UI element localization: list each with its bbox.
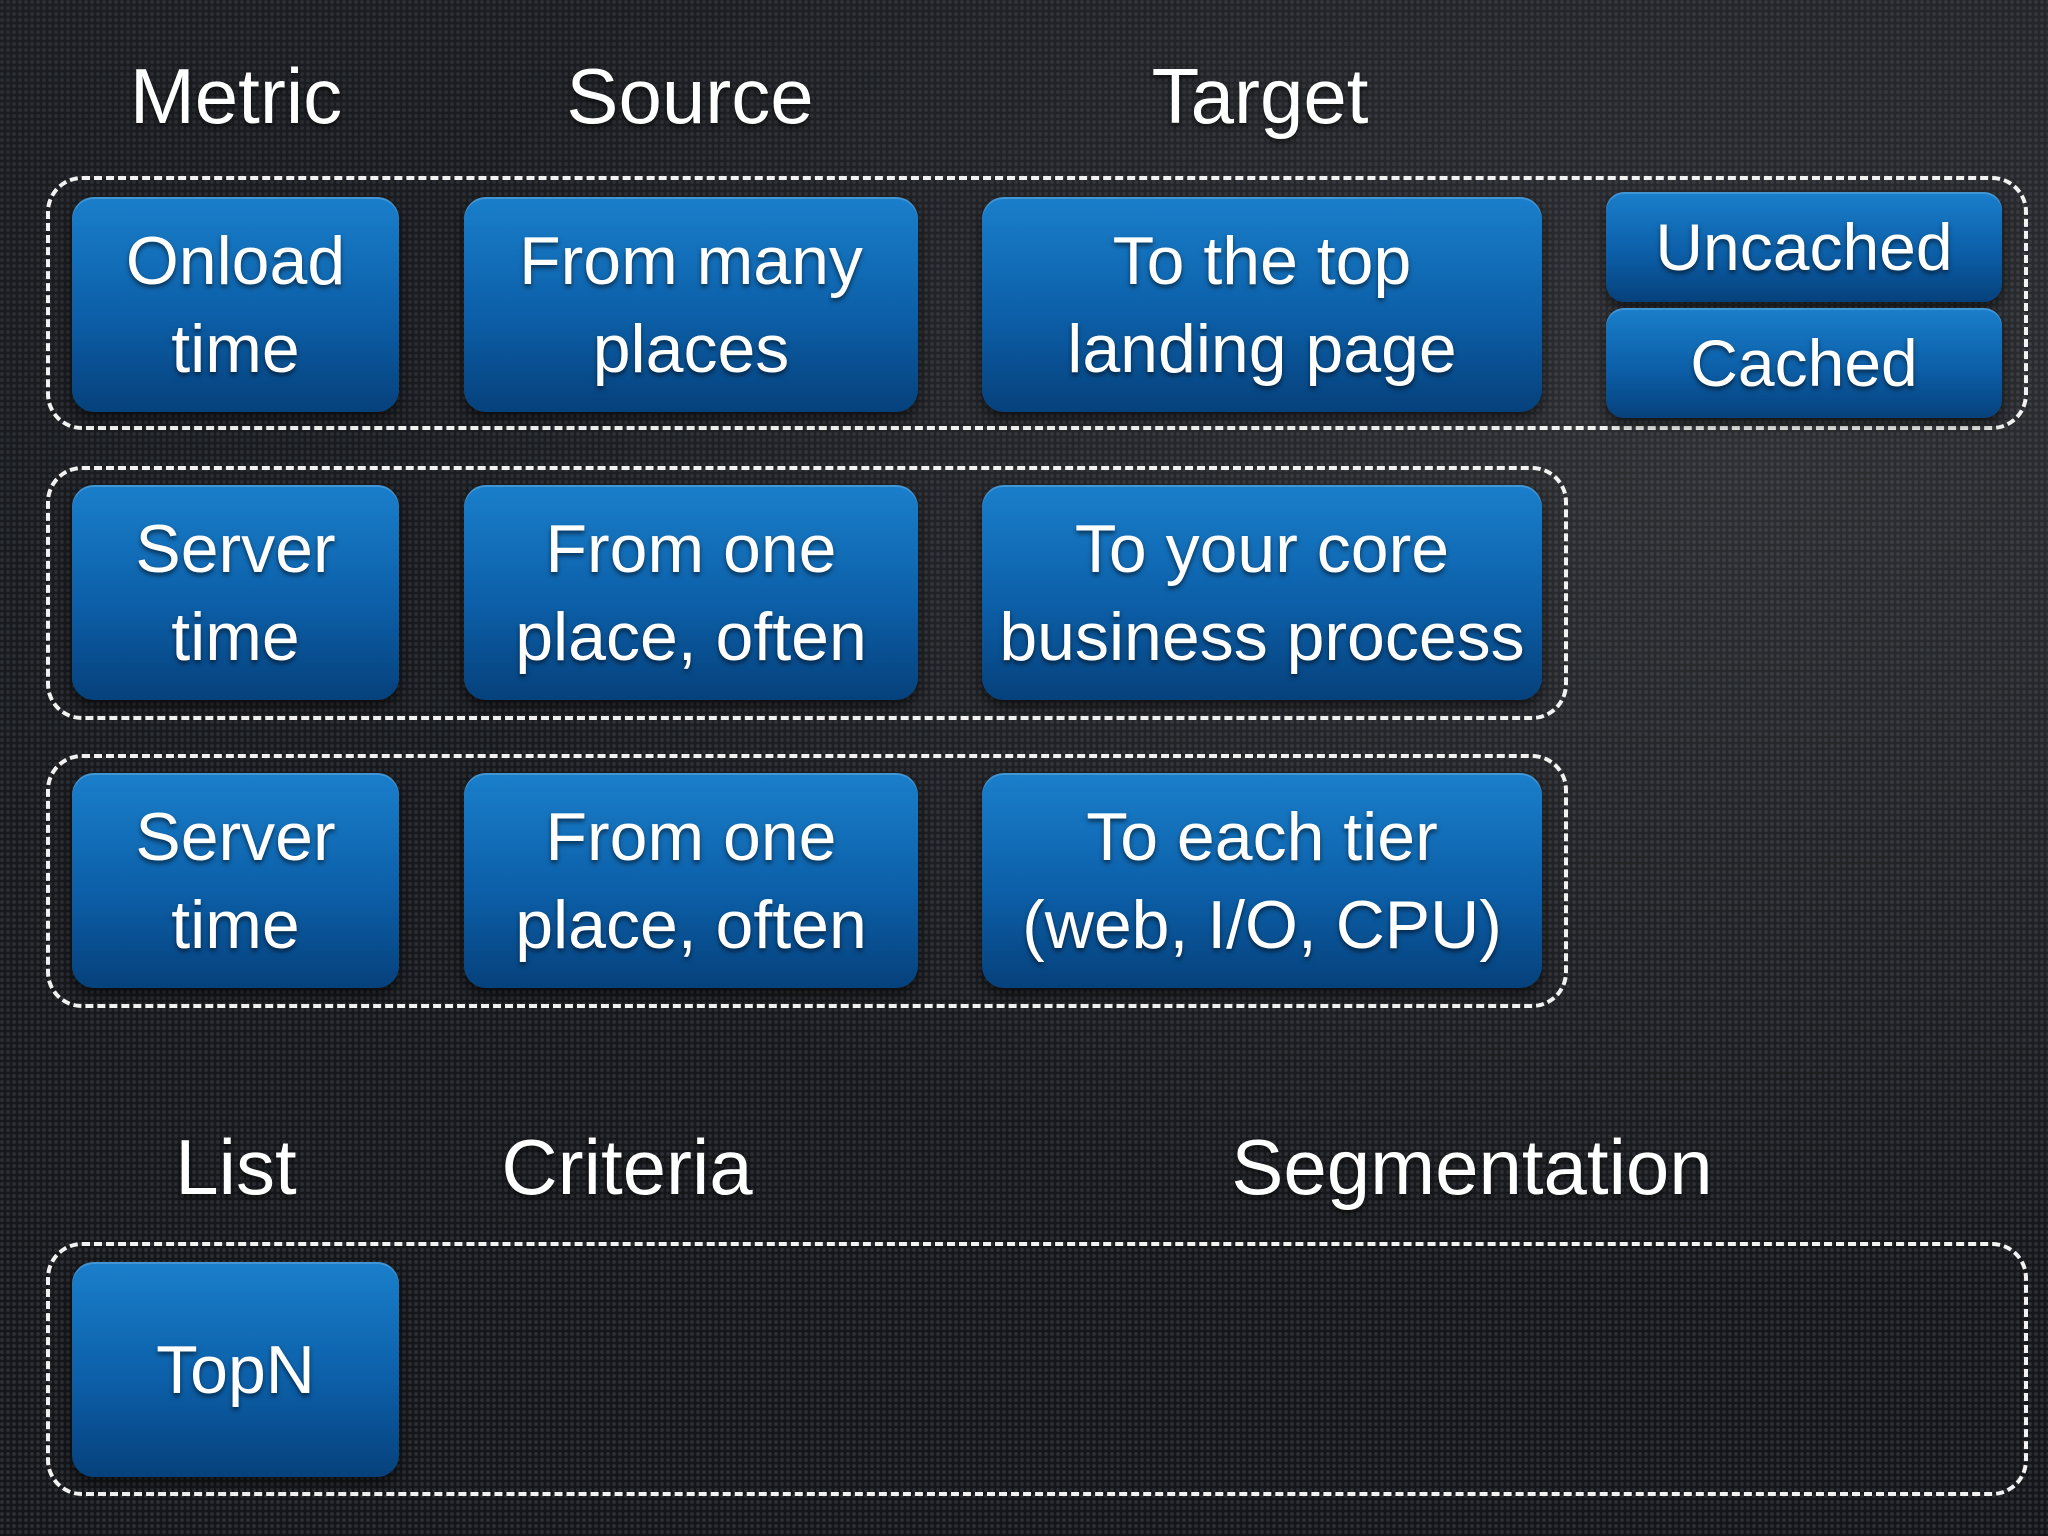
row-2-source-line-1: From one xyxy=(545,510,837,587)
header-metric: Metric xyxy=(129,52,343,140)
row-1-metric-line-1: Onload xyxy=(125,222,346,299)
row-3-metric-line-2: time xyxy=(171,886,300,963)
uncached-box: Uncached xyxy=(1606,192,2002,302)
row-2-metric-line-1: Server xyxy=(135,510,336,587)
row-2-metric-box: Server time xyxy=(72,485,399,700)
row-1-source-line-1: From many xyxy=(519,222,863,299)
row-3-source-line-1: From one xyxy=(545,798,837,875)
row-3-target-line-1: To each tier xyxy=(1086,798,1438,875)
row-3-source-line-2: place, often xyxy=(515,886,867,963)
row-2-target-line-2: business process xyxy=(999,598,1525,675)
row-3-target-box: To each tier (web, I/O, CPU) xyxy=(982,773,1542,988)
header-criteria: Criteria xyxy=(501,1123,753,1211)
cached-label: Cached xyxy=(1690,326,1918,400)
row-1-target-line-1: To the top xyxy=(1112,222,1412,299)
row-3-metric-box: Server time xyxy=(72,773,399,988)
cached-box: Cached xyxy=(1606,308,2002,418)
row-1-target-box: To the top landing page xyxy=(982,197,1542,412)
row-1-metric-line-2: time xyxy=(171,310,300,387)
row-2-metric-line-2: time xyxy=(171,598,300,675)
row-2-target-box: To your core business process xyxy=(982,485,1542,700)
list-topn-label: TopN xyxy=(156,1331,315,1408)
row-2-source-line-2: place, often xyxy=(515,598,867,675)
uncached-label: Uncached xyxy=(1655,210,1953,284)
header-list: List xyxy=(175,1123,297,1211)
row-3-source-box: From one place, often xyxy=(464,773,918,988)
row-1-metric-box: Onload time xyxy=(72,197,399,412)
list-topn-box: TopN xyxy=(72,1262,399,1477)
row-1-source-box: From many places xyxy=(464,197,918,412)
header-target: Target xyxy=(1151,52,1369,140)
header-segmentation: Segmentation xyxy=(1231,1123,1713,1211)
row-3-target-line-2: (web, I/O, CPU) xyxy=(1022,886,1502,963)
list-row-group xyxy=(46,1242,2028,1496)
row-2-group xyxy=(46,466,1568,720)
row-2-source-box: From one place, often xyxy=(464,485,918,700)
row-1-target-line-2: landing page xyxy=(1067,310,1457,387)
header-source: Source xyxy=(566,52,814,140)
row-3-group xyxy=(46,754,1568,1008)
row-3-metric-line-1: Server xyxy=(135,798,336,875)
row-2-target-line-1: To your core xyxy=(1074,510,1450,587)
row-1-group xyxy=(46,176,2028,430)
row-1-source-line-2: places xyxy=(592,310,790,387)
